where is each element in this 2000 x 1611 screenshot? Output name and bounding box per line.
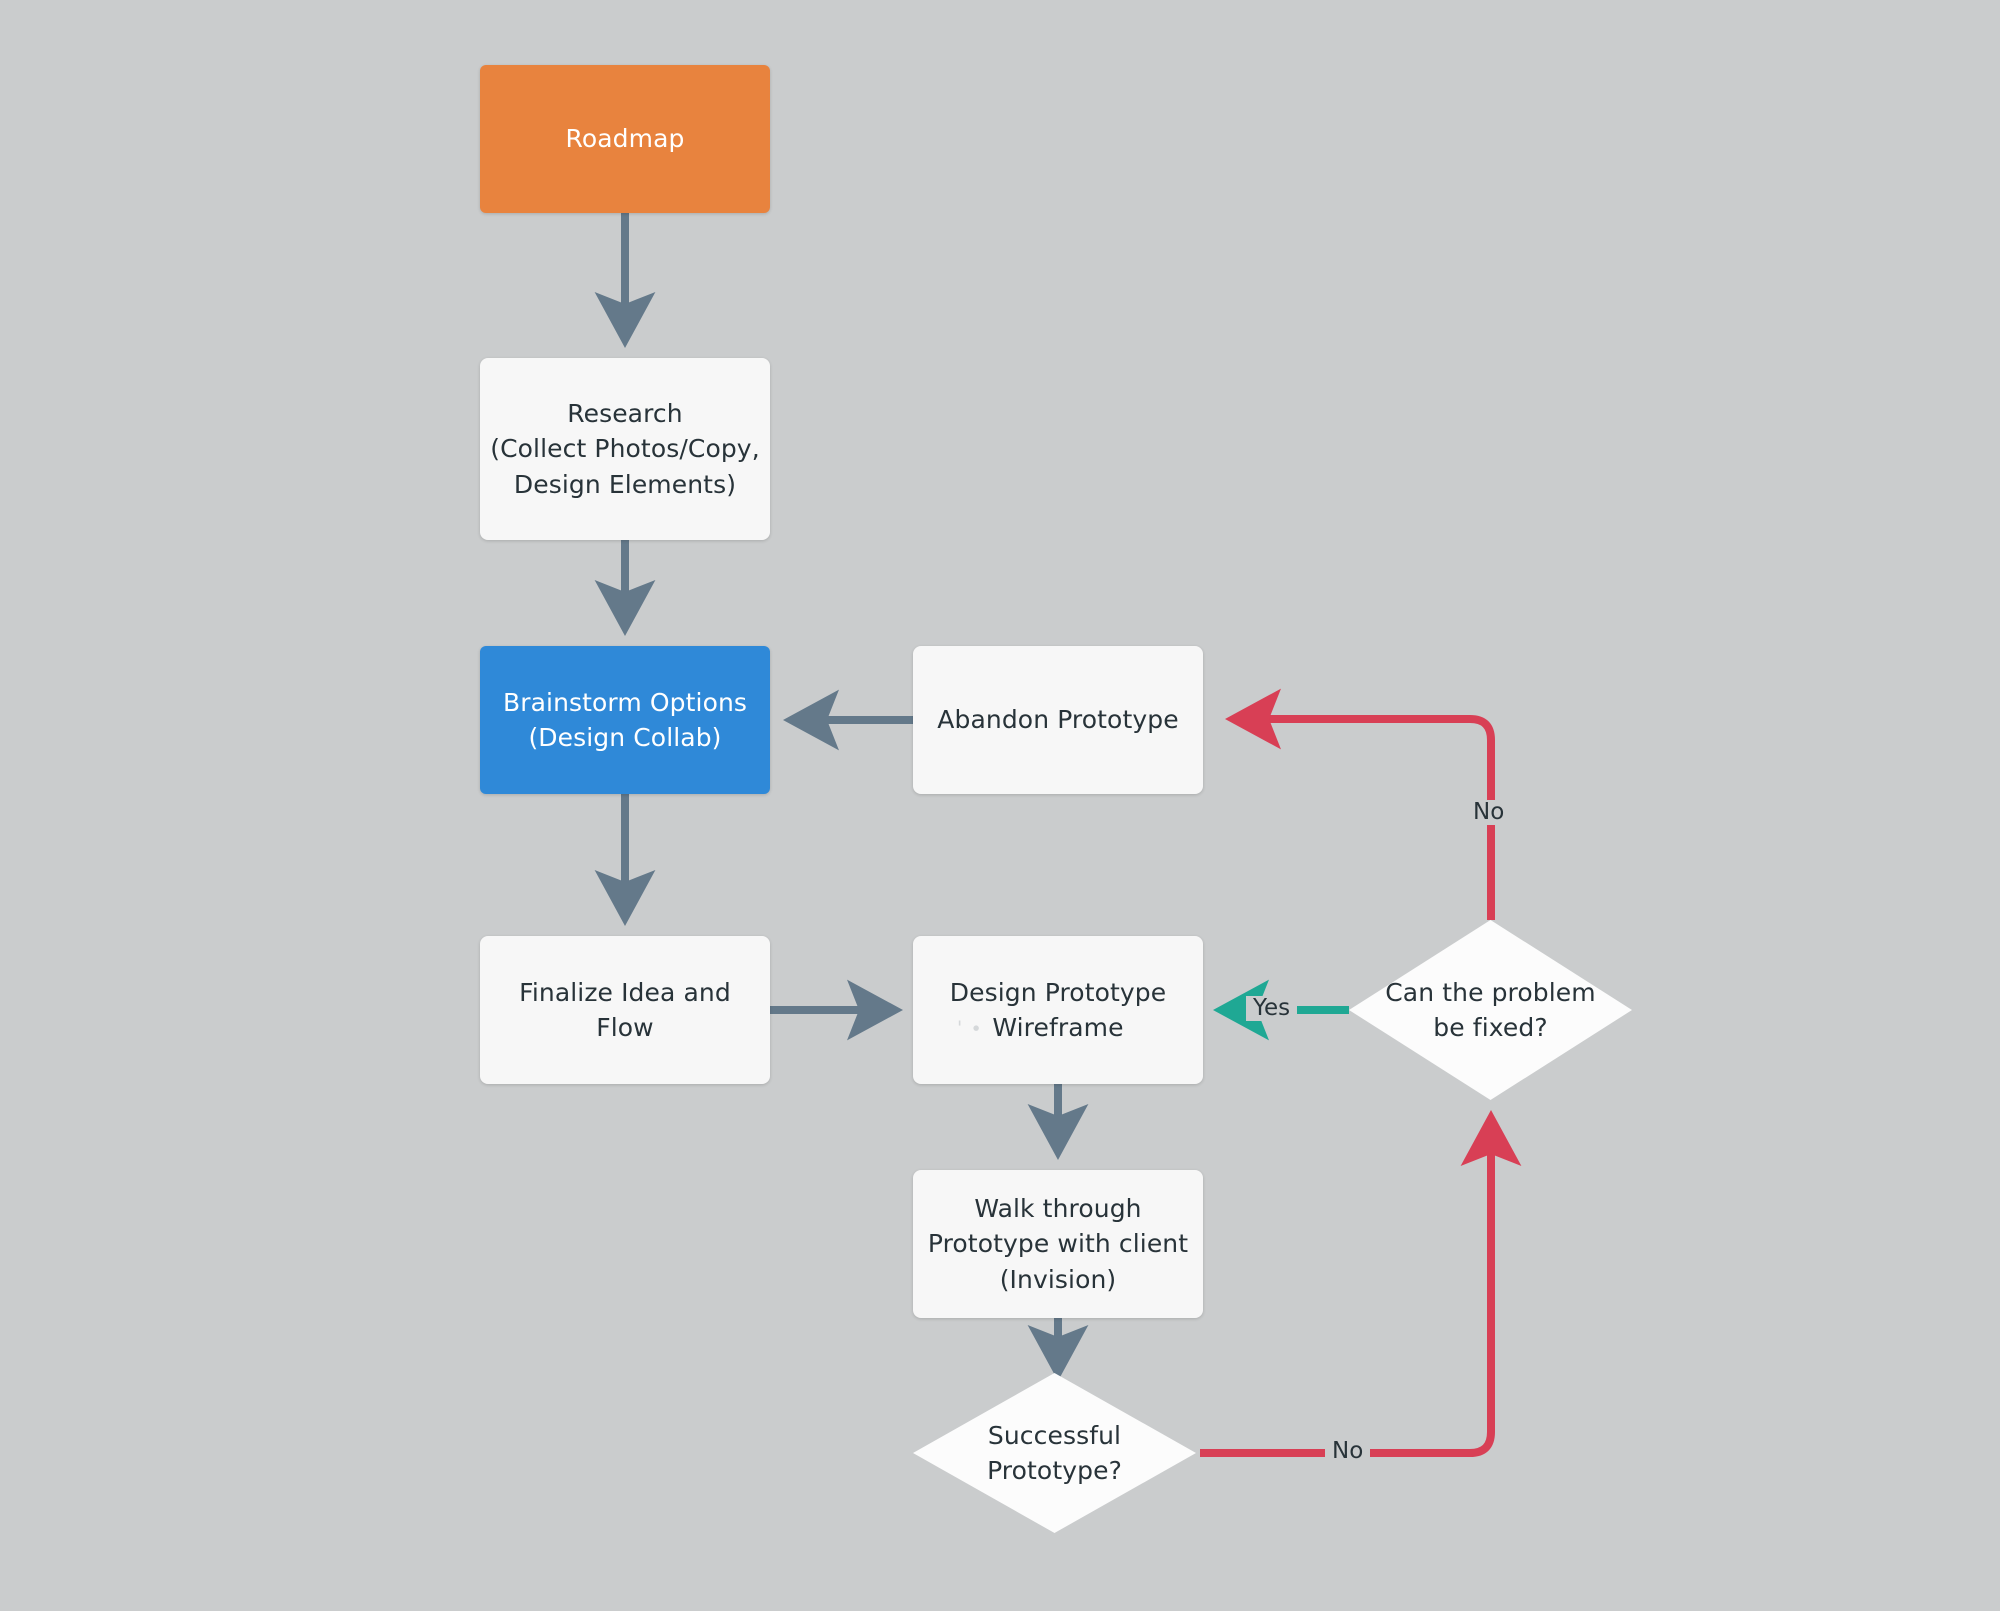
node-roadmap-label: Roadmap <box>565 124 685 154</box>
node-brainstorm-options[interactable]: Brainstorm Options (Design Collab) <box>480 646 770 794</box>
node-abandon-prototype-label: Abandon Prototype <box>937 705 1179 735</box>
edge-label-yes: Yes <box>1246 995 1298 1022</box>
node-walk-through-prototype-with-client-label: Walk through Prototype with client (Invi… <box>927 1193 1189 1294</box>
node-finalize-idea-and-flow-label: Finalize Idea and Flow <box>519 977 731 1043</box>
node-abandon-prototype[interactable]: Abandon Prototype <box>913 646 1203 794</box>
node-can-the-problem-be-fixed-label: Can the problem be fixed? <box>1385 977 1596 1043</box>
node-finalize-idea-and-flow[interactable]: Finalize Idea and Flow <box>480 936 770 1084</box>
node-roadmap[interactable]: Roadmap <box>480 65 770 213</box>
diamond-shape-successful <box>913 1373 1196 1533</box>
node-brainstorm-options-label: Brainstorm Options (Design Collab) <box>502 687 748 753</box>
node-can-the-problem-be-fixed[interactable]: Can the problem be fixed? <box>1349 920 1632 1100</box>
node-successful-prototype-label: Successful Prototype? <box>987 1420 1122 1486</box>
node-research-label: Research (Collect Photos/Copy, Design El… <box>490 398 760 499</box>
node-design-prototype-wireframe-label: Design Prototype Wireframe <box>949 977 1167 1043</box>
edge-label-no-bottom: No <box>1325 1438 1371 1465</box>
node-design-prototype-wireframe[interactable]: Design Prototype Wireframe <box>913 936 1203 1084</box>
node-walk-through-prototype-with-client[interactable]: Walk through Prototype with client (Invi… <box>913 1170 1203 1318</box>
edge-label-no-top: No <box>1466 799 1512 826</box>
diamond-shape-can-fix <box>1349 920 1632 1100</box>
edge-successful-no-to-canfix <box>1200 1109 1522 1457</box>
edge-canfix-no-to-abandon <box>1224 688 1495 920</box>
node-successful-prototype[interactable]: Successful Prototype? <box>913 1373 1196 1533</box>
node-research[interactable]: Research (Collect Photos/Copy, Design El… <box>480 358 770 540</box>
